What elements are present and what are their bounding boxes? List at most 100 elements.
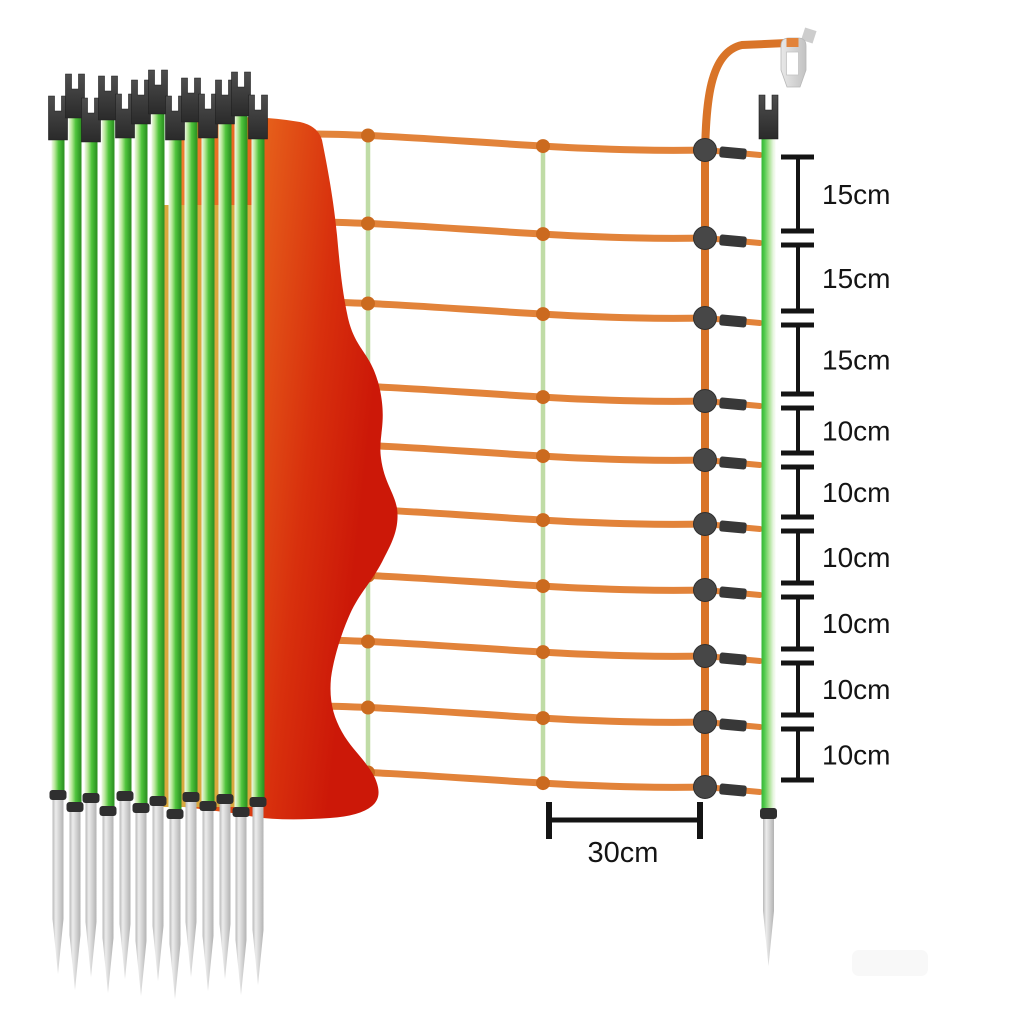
measurement-label: 15cm <box>822 263 890 294</box>
post-spike <box>102 810 114 993</box>
post-spike <box>152 800 164 981</box>
scale-bar: 30cm <box>546 802 703 869</box>
fence-post <box>251 133 265 801</box>
measurement-bracket: 10cm <box>781 726 890 783</box>
post-collar <box>116 791 134 801</box>
fence-post <box>184 116 198 796</box>
wire-knot <box>536 579 550 594</box>
measurements: 15cm 15cm 15cm 10cm 10cm 10cm 10cm 10cm … <box>781 154 890 783</box>
edge-knot <box>693 644 717 668</box>
wire-knot <box>536 390 550 405</box>
post-collar <box>249 797 267 807</box>
post-collar <box>216 794 234 804</box>
measurement-label: 10cm <box>822 477 890 508</box>
measurement-bracket: 15cm <box>781 322 890 397</box>
post-clip <box>719 314 747 328</box>
post-clip <box>719 586 747 600</box>
fence-post <box>101 114 115 810</box>
post-spike <box>185 796 197 977</box>
post-collar <box>182 792 200 802</box>
fence-post <box>84 136 98 797</box>
post-cap <box>215 79 235 125</box>
post-cap <box>115 93 135 139</box>
post-spike <box>763 819 774 966</box>
post-clip <box>719 520 747 534</box>
right-post <box>758 94 779 966</box>
post-spike <box>119 795 131 979</box>
edge-knot <box>693 578 717 602</box>
connector-wire-slot <box>786 38 799 47</box>
post-spike <box>169 813 181 999</box>
measurement-label: 10cm <box>822 674 890 705</box>
measurement-label: 15cm <box>822 179 890 210</box>
edge-knot <box>693 389 717 413</box>
watermark <box>852 950 928 976</box>
fence-post <box>234 110 248 811</box>
wire-knot <box>536 645 550 660</box>
wire-knot <box>536 449 550 464</box>
edge-knot <box>693 138 717 162</box>
post-cap <box>148 69 168 115</box>
fence-post <box>218 118 232 798</box>
post-collar <box>82 793 100 803</box>
edge-knot <box>693 710 717 734</box>
fence-post <box>118 132 132 795</box>
wire-knot <box>536 711 550 726</box>
fence-post <box>134 118 148 807</box>
post-cap <box>248 94 268 140</box>
post-cap <box>81 97 101 143</box>
measurement-bracket: 10cm <box>781 660 890 718</box>
post-cap <box>181 77 201 123</box>
edge-attachments <box>693 138 747 799</box>
post-spike <box>219 798 231 979</box>
post-cap <box>165 95 185 141</box>
post-cap <box>98 75 118 121</box>
post-clip <box>719 456 747 470</box>
post-spike <box>252 801 264 985</box>
post-clip <box>719 783 747 797</box>
post-cap <box>65 73 85 119</box>
post-cap <box>231 71 251 117</box>
fence-post <box>151 108 165 800</box>
post-bundle <box>48 69 268 999</box>
post-collar <box>49 790 67 800</box>
post-collar <box>66 802 84 812</box>
measurement-bracket: 10cm <box>781 594 890 652</box>
wire-knot <box>536 776 550 791</box>
wire-knot <box>536 513 550 528</box>
edge-knot <box>693 306 717 330</box>
post-spike <box>85 797 97 977</box>
post-clip <box>719 652 747 666</box>
post-collar <box>760 808 777 819</box>
measurement-label: 15cm <box>822 345 890 376</box>
post-cap <box>198 93 218 139</box>
edge-knot <box>693 448 717 472</box>
post-spike <box>202 805 214 991</box>
fence-post <box>201 132 215 805</box>
wire-knot <box>361 128 375 143</box>
measurement-label: 10cm <box>822 740 890 771</box>
tension-connector <box>780 27 817 88</box>
fence-post <box>68 112 82 806</box>
edge-knot <box>693 226 717 250</box>
post-spike <box>135 807 147 996</box>
connector-hole <box>786 51 799 76</box>
wire-knot <box>361 296 375 311</box>
post-spike <box>69 806 81 990</box>
post-collar <box>199 801 217 811</box>
post-clip <box>719 146 747 160</box>
measurement-bracket: 10cm <box>781 528 890 586</box>
measurement-label: 10cm <box>822 416 890 447</box>
connector-tab <box>801 27 817 44</box>
post-clip <box>719 234 747 248</box>
post-collar <box>232 807 250 817</box>
post-collar <box>99 806 117 816</box>
wire-knot <box>536 307 550 322</box>
fence-post <box>168 134 182 813</box>
measurement-bracket: 10cm <box>781 464 890 520</box>
measurement-bracket: 15cm <box>781 154 890 234</box>
post-collar <box>132 803 150 813</box>
